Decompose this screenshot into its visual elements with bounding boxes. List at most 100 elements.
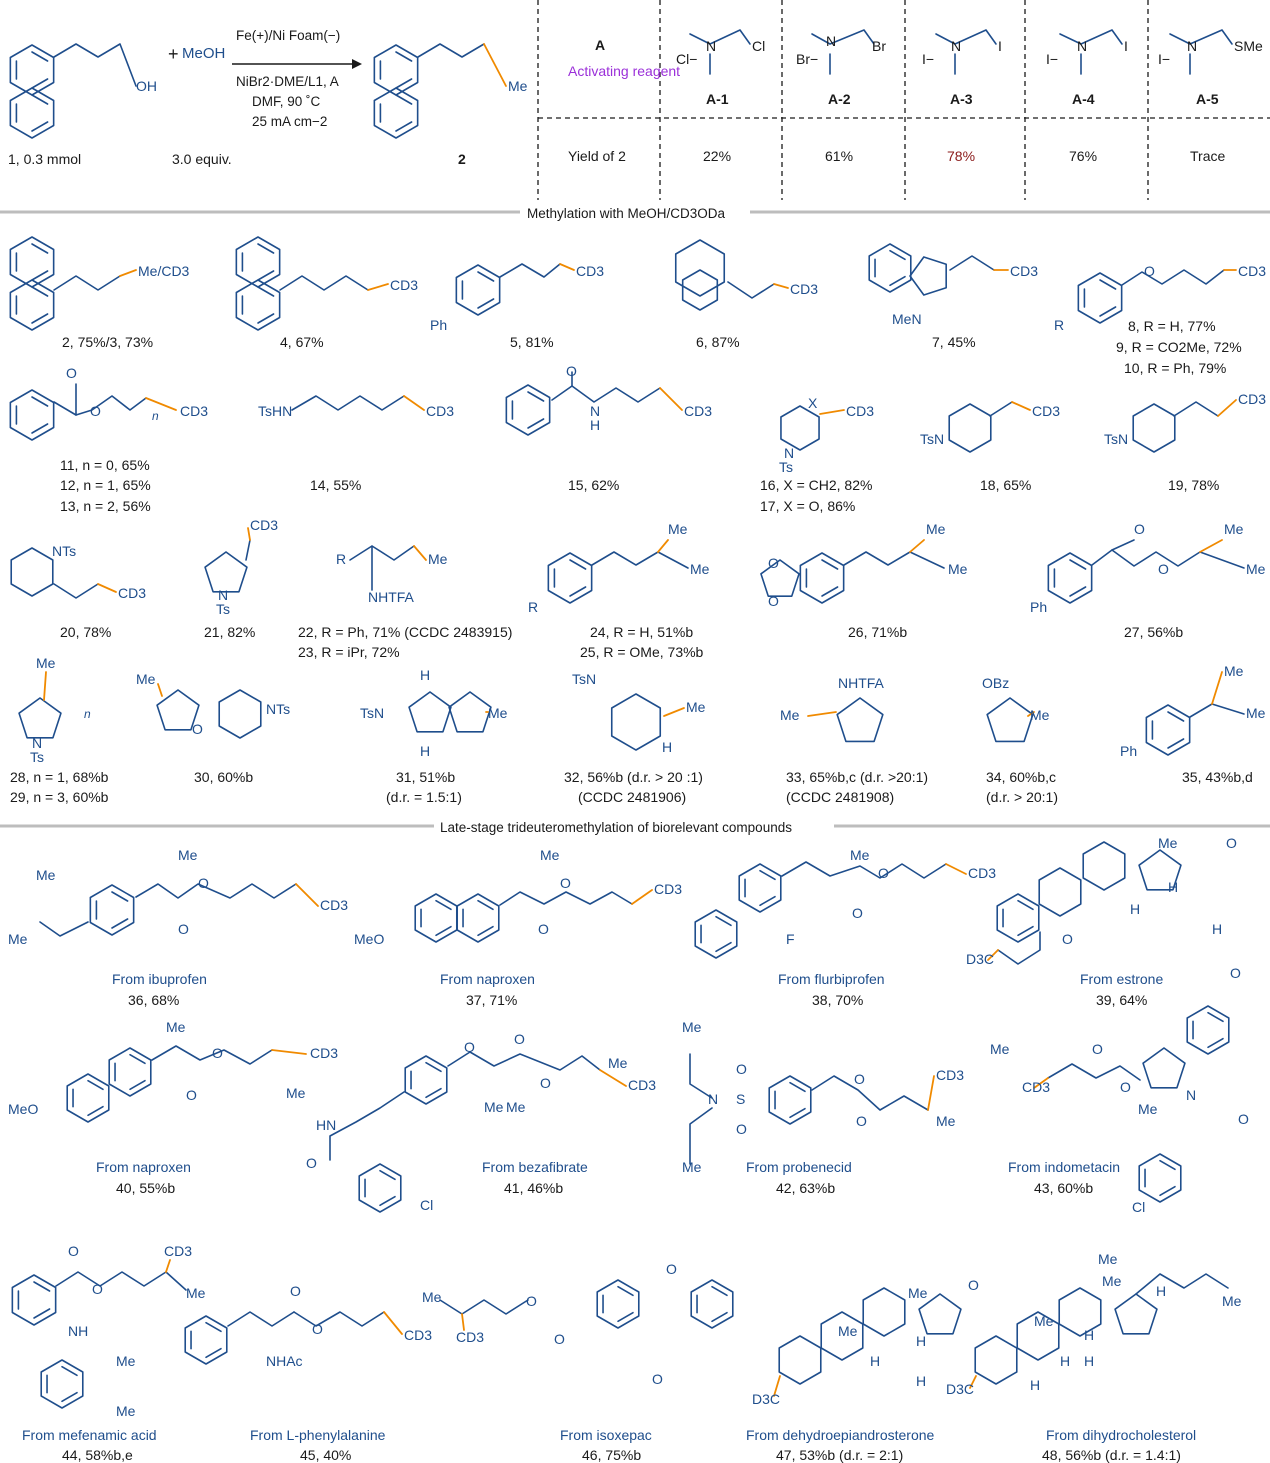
label-33b: (CCDC 2481908): [786, 789, 894, 805]
label-30: 30, 60%b: [194, 769, 253, 785]
bond-10: [395, 78, 413, 89]
new-bond-132: [157, 683, 163, 697]
ring-88: [780, 405, 820, 451]
g41-me2: Me: [506, 1099, 526, 1115]
chain-199: [447, 1051, 601, 1071]
a5-code: A-5: [1196, 91, 1219, 107]
new-bond-175: [945, 863, 967, 875]
reagent-label: 3.0 equiv.: [172, 151, 232, 167]
ring-131: [218, 689, 262, 739]
plus-sign: +: [168, 44, 179, 64]
bond-157: [435, 925, 452, 937]
g41-group: CD3: [628, 1077, 656, 1093]
chain-27: [1169, 29, 1233, 45]
g38-o2: O: [852, 905, 863, 921]
chain-94: [1173, 401, 1219, 417]
g11-group: CD3: [180, 403, 208, 419]
g36-me1: Me: [36, 867, 56, 883]
g38-group: CD3: [968, 865, 996, 881]
chain-153: [135, 883, 297, 899]
a5-anion: I−: [1158, 51, 1170, 67]
from-37: From naproxen: [440, 971, 535, 987]
g47-h1: H: [916, 1333, 926, 1349]
ring-93: [1132, 403, 1176, 453]
bond-246: [617, 1311, 634, 1323]
bond-231: [165, 1271, 187, 1291]
g41-o3: O: [540, 1075, 551, 1091]
g32-me: Me: [686, 699, 706, 715]
bond-198: [425, 1061, 442, 1073]
g5-ph: Ph: [430, 317, 447, 333]
ring-206: [768, 1075, 812, 1125]
g47-me1: Me: [908, 1285, 928, 1301]
ring-96: [10, 547, 54, 597]
chain-109: [591, 551, 659, 566]
bond-3: [31, 51, 49, 62]
g48-group: D3C: [946, 1381, 974, 1397]
g44-me3: Me: [116, 1403, 136, 1419]
bond-16: [395, 94, 413, 105]
new-bond-80: [403, 395, 425, 411]
bond-52: [477, 271, 495, 282]
ring-43: [235, 279, 281, 331]
g32-h: H: [662, 739, 672, 755]
from-46: From isoxepac: [560, 1427, 652, 1443]
label-41: 41, 46%b: [504, 1180, 563, 1196]
bond-248: [617, 1285, 634, 1297]
g2-group: Me/CD3: [138, 263, 190, 279]
ring-202: [358, 1163, 402, 1213]
ring5-99: [204, 551, 248, 593]
substrate-label: 1, 0.3 mmol: [8, 151, 81, 167]
new-bond-98: [97, 583, 117, 593]
new-bond-263: [969, 1375, 977, 1389]
new-bond-87: [659, 387, 683, 411]
g43-o1: O: [1092, 1041, 1103, 1057]
g24-me1: Me: [668, 521, 688, 537]
label-25: 25, R = OMe, 73%b: [580, 644, 704, 660]
chain-125: [1111, 549, 1201, 567]
new-bond-48: [367, 283, 389, 291]
g45-o2: O: [312, 1321, 323, 1337]
chain-102: [349, 545, 415, 561]
bond-14: [395, 121, 413, 132]
bond-60: [889, 275, 906, 287]
g43-ome: Me: [990, 1041, 1010, 1057]
bond-115: [821, 559, 839, 570]
g40-me2: Me: [286, 1085, 306, 1101]
label-33: 33, 65%b,c (d.r. >20:1): [786, 769, 928, 785]
g28-n: N: [32, 735, 42, 751]
a3-x: I: [998, 38, 1002, 54]
g42-me2: Me: [682, 1159, 702, 1175]
ring-214: [1186, 1005, 1230, 1055]
g43-cl: Cl: [1132, 1199, 1145, 1215]
from-36: From ibuprofen: [112, 971, 207, 987]
new-bond-layer: [43, 43, 1237, 1397]
g41-hn: HN: [316, 1117, 336, 1133]
a5-n: N: [1187, 38, 1197, 54]
condition-1: Fe(+)/Ni Foam(−): [236, 28, 340, 43]
a3-n: N: [951, 38, 961, 54]
g44-o2: O: [92, 1281, 103, 1297]
g37-me: Me: [540, 847, 560, 863]
g37-group: CD3: [654, 881, 682, 897]
chain-17: [417, 43, 485, 58]
a2-yield: 61%: [825, 148, 853, 164]
ring-232: [40, 1359, 84, 1409]
bond-12: [395, 51, 413, 62]
bond-62: [889, 249, 906, 261]
chain-70: [1121, 269, 1225, 286]
ring-180: [1038, 867, 1082, 917]
bond-7: [31, 94, 49, 105]
label-32b: (CCDC 2481906): [578, 789, 686, 805]
label-31: 31, 51%b: [396, 769, 455, 785]
bond-207: [789, 1107, 806, 1119]
g28-ts: Ts: [30, 749, 44, 765]
bond-196: [425, 1087, 442, 1099]
a1-anion: Cl−: [676, 51, 697, 67]
g28-n-sub: n: [84, 707, 91, 721]
g39-h1: H: [1168, 879, 1178, 895]
chain-19: [689, 29, 751, 45]
g26-me1: Me: [926, 521, 946, 537]
chain-77: [75, 395, 147, 416]
bond-252: [711, 1285, 728, 1297]
